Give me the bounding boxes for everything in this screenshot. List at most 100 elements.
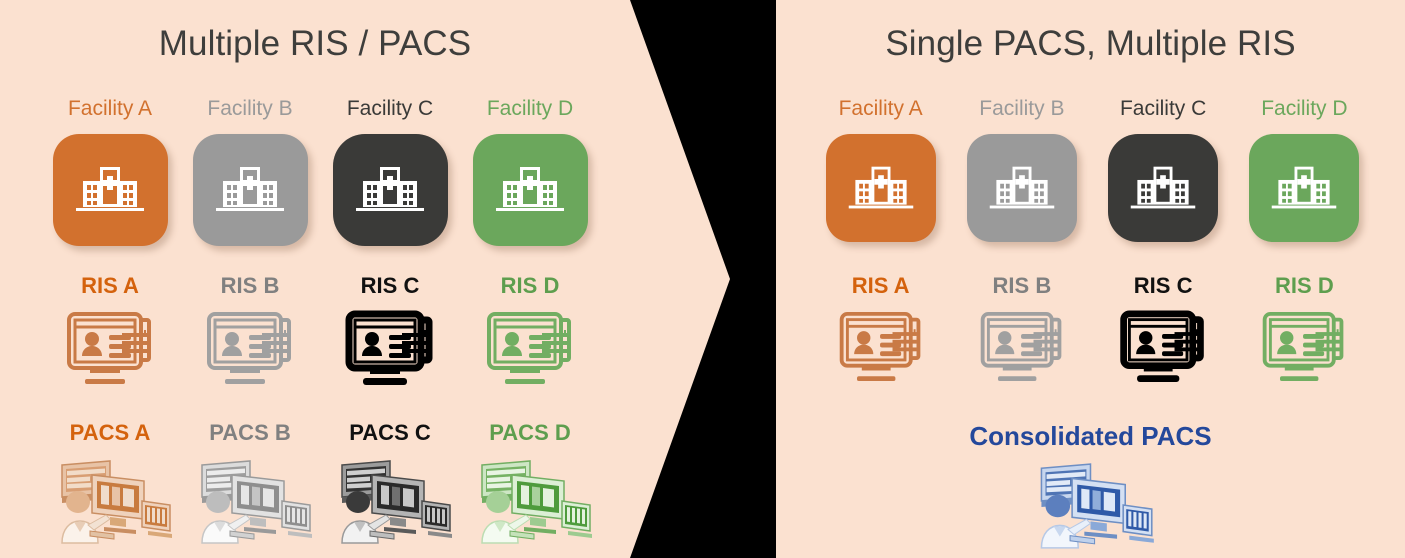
pacs-workstation-icon[interactable] bbox=[48, 455, 173, 547]
right-facility-tile-d[interactable] bbox=[1249, 134, 1360, 242]
right-ris-icon-cell-b bbox=[951, 306, 1092, 387]
right-ris-label-d: RIS D bbox=[1275, 273, 1334, 298]
left-facility-column-c: Facility C bbox=[320, 95, 460, 123]
left-pacs-label-row: PACS A PACS B PACS C PACS D bbox=[40, 419, 600, 447]
left-facility-tile-cell-b bbox=[180, 134, 320, 246]
left-pacs-label-cell-a: PACS A bbox=[40, 419, 180, 447]
right-facility-tile-cell-a bbox=[810, 134, 951, 242]
left-ris-label-row: RIS A RIS B RIS C RIS D bbox=[40, 272, 600, 300]
ris-monitor-record-icon[interactable] bbox=[1256, 306, 1352, 387]
left-facility-tile-cell-d bbox=[460, 134, 600, 246]
right-ris-icon-cell-d bbox=[1234, 306, 1375, 387]
ris-monitor-record-icon[interactable] bbox=[974, 306, 1070, 387]
right-facility-tile-a[interactable] bbox=[825, 134, 936, 242]
left-facility-label-c: Facility C bbox=[346, 97, 434, 120]
right-facility-column-a: Facility A bbox=[810, 95, 951, 123]
left-pacs-label-cell-c: PACS C bbox=[320, 419, 460, 447]
left-panel-multiple-ris-pacs: Multiple RIS / PACS Facility A Facility … bbox=[0, 0, 730, 558]
left-pacs-label-b: PACS B bbox=[209, 420, 291, 445]
right-ris-label-row: RIS A RIS B RIS C RIS D bbox=[810, 272, 1375, 300]
left-pacs-label-cell-d: PACS D bbox=[460, 419, 600, 447]
left-ris-icon-cell-d bbox=[460, 306, 600, 390]
left-pacs-label-cell-b: PACS B bbox=[180, 419, 320, 447]
right-facility-label-row: Facility A Facility B Facility C Facilit… bbox=[810, 95, 1375, 123]
left-facility-label-d: Facility D bbox=[486, 97, 574, 120]
right-facility-label-a: Facility A bbox=[838, 97, 923, 120]
hospital-building-icon bbox=[356, 167, 424, 211]
ris-monitor-record-icon[interactable] bbox=[1115, 306, 1211, 387]
right-ris-icon-cell-a bbox=[810, 306, 951, 387]
left-ris-icon-row bbox=[40, 306, 600, 390]
right-facility-column-c: Facility C bbox=[1093, 95, 1234, 123]
consolidated-pacs-workstation-icon[interactable] bbox=[1027, 458, 1155, 552]
left-pacs-label-c: PACS C bbox=[349, 420, 431, 445]
left-pacs-icon-cell-b bbox=[180, 455, 320, 547]
right-ris-label-c: RIS C bbox=[1133, 273, 1193, 298]
left-facility-tile-cell-a bbox=[40, 134, 180, 246]
hospital-building-icon bbox=[76, 167, 144, 211]
pacs-workstation-icon[interactable] bbox=[468, 455, 593, 547]
left-facility-tile-a[interactable] bbox=[52, 134, 168, 246]
ris-monitor-record-icon[interactable] bbox=[200, 306, 300, 390]
left-ris-label-d: RIS D bbox=[500, 273, 560, 298]
right-ris-label-a: RIS A bbox=[851, 273, 910, 298]
right-ris-label-cell-b: RIS B bbox=[951, 272, 1092, 300]
right-ris-label-cell-d: RIS D bbox=[1234, 272, 1375, 300]
pacs-workstation-icon[interactable] bbox=[328, 455, 453, 547]
left-pacs-label-a: PACS A bbox=[69, 420, 151, 445]
left-facility-tile-d[interactable] bbox=[472, 134, 588, 246]
left-facility-column-b: Facility B bbox=[180, 95, 320, 123]
right-ris-icon-cell-c bbox=[1093, 306, 1234, 387]
right-panel-single-pacs-multiple-ris: Single PACS, Multiple RIS Facility A Fac… bbox=[776, 0, 1405, 558]
hospital-building-icon bbox=[848, 166, 913, 208]
consolidated-pacs-label: Consolidated PACS bbox=[969, 421, 1212, 451]
hospital-building-icon bbox=[216, 167, 284, 211]
left-facility-label-a: Facility A bbox=[67, 97, 153, 120]
consolidated-pacs-icon-wrap bbox=[776, 458, 1405, 552]
ris-monitor-record-icon[interactable] bbox=[340, 306, 440, 390]
left-ris-label-b: RIS B bbox=[220, 273, 280, 298]
left-ris-label-a: RIS A bbox=[81, 273, 139, 298]
right-facility-label-d: Facility D bbox=[1261, 97, 1348, 120]
left-facility-label-b: Facility B bbox=[207, 97, 293, 120]
hospital-building-icon bbox=[1272, 166, 1337, 208]
right-ris-icon-row bbox=[810, 306, 1375, 387]
left-ris-label-c: RIS C bbox=[360, 273, 420, 298]
left-facility-tile-b[interactable] bbox=[192, 134, 308, 246]
right-panel-title: Single PACS, Multiple RIS bbox=[885, 24, 1296, 63]
left-ris-icon-cell-c bbox=[320, 306, 460, 390]
ris-monitor-record-icon[interactable] bbox=[833, 306, 929, 387]
hospital-building-icon bbox=[1130, 166, 1196, 208]
right-facility-tile-cell-b bbox=[951, 134, 1092, 242]
right-facility-tile-b[interactable] bbox=[966, 134, 1077, 242]
left-ris-icon-cell-b bbox=[180, 306, 320, 390]
right-facility-column-b: Facility B bbox=[951, 95, 1092, 123]
left-panel-title: Multiple RIS / PACS bbox=[158, 24, 472, 63]
right-facility-tile-cell-c bbox=[1093, 134, 1234, 242]
right-ris-label-cell-c: RIS C bbox=[1093, 272, 1234, 300]
ris-monitor-record-icon[interactable] bbox=[480, 306, 580, 390]
right-facility-column-d: Facility D bbox=[1234, 95, 1375, 123]
left-facility-tile-c[interactable] bbox=[332, 134, 448, 246]
pacs-workstation-icon[interactable] bbox=[188, 455, 313, 547]
left-ris-icon-cell-a bbox=[40, 306, 180, 390]
left-ris-label-cell-a: RIS A bbox=[40, 272, 180, 300]
right-facility-tile-c[interactable] bbox=[1108, 134, 1219, 242]
left-pacs-icon-row bbox=[40, 455, 600, 547]
left-ris-label-cell-b: RIS B bbox=[180, 272, 320, 300]
left-pacs-icon-cell-a bbox=[40, 455, 180, 547]
left-facility-tile-row bbox=[40, 134, 600, 246]
hospital-building-icon bbox=[989, 166, 1055, 208]
hospital-building-icon bbox=[496, 167, 564, 211]
ris-monitor-record-icon[interactable] bbox=[60, 306, 160, 390]
left-ris-label-cell-d: RIS D bbox=[460, 272, 600, 300]
right-facility-label-b: Facility B bbox=[979, 97, 1065, 120]
left-ris-label-cell-c: RIS C bbox=[320, 272, 460, 300]
left-facility-tile-cell-c bbox=[320, 134, 460, 246]
left-pacs-icon-cell-c bbox=[320, 455, 460, 547]
right-facility-tile-row bbox=[810, 134, 1375, 242]
left-facility-label-row: Facility A Facility B Facility C Facilit… bbox=[40, 95, 600, 123]
left-pacs-icon-cell-d bbox=[460, 455, 600, 547]
right-ris-label-b: RIS B bbox=[992, 273, 1052, 298]
left-facility-column-d: Facility D bbox=[460, 95, 600, 123]
